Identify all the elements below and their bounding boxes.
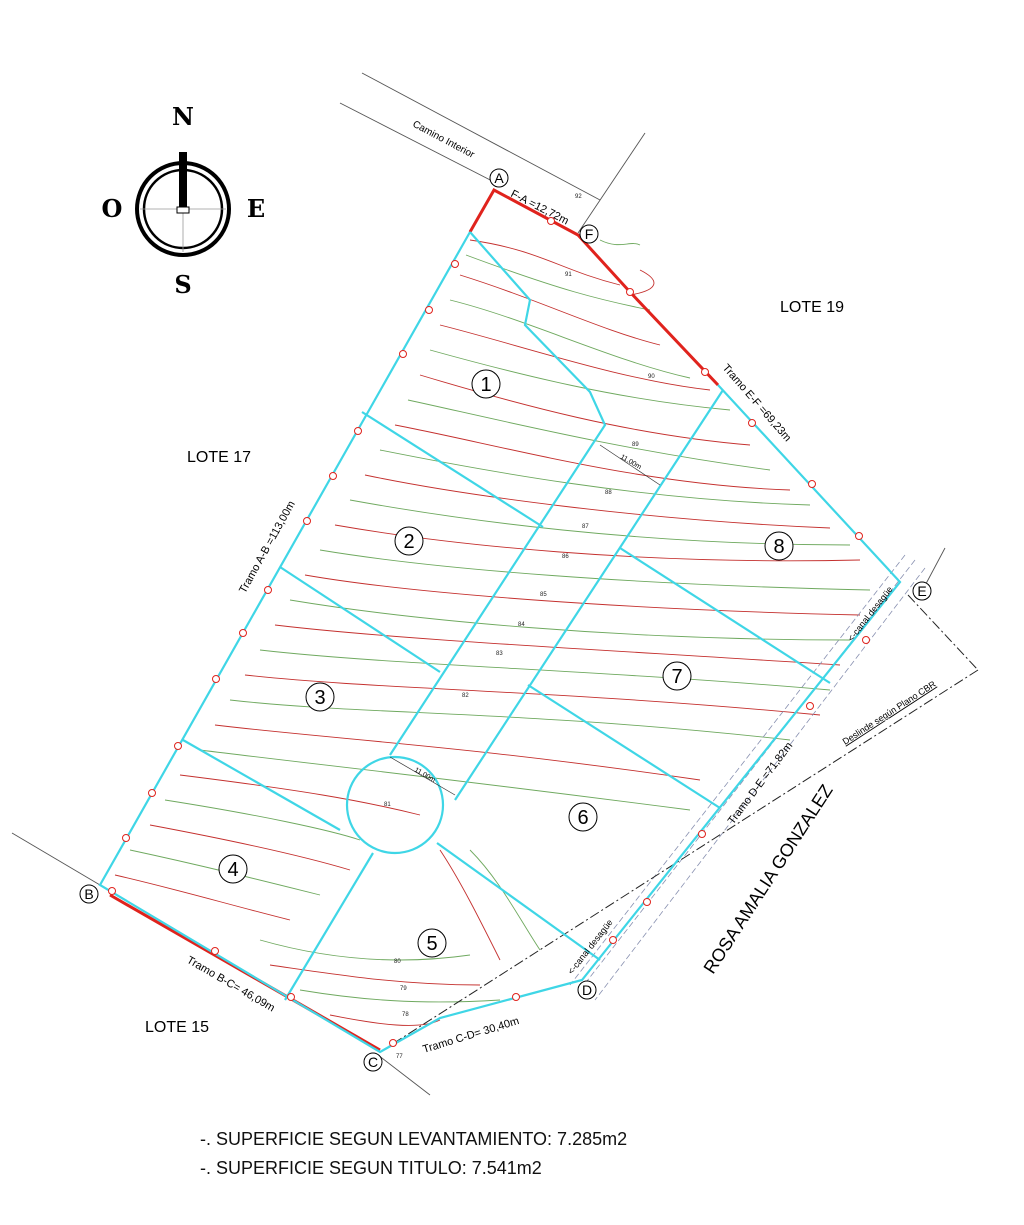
road-width-top: 11,00m: [619, 454, 642, 472]
neighbor-west: LOTE 17: [187, 449, 251, 466]
contour-label: 83: [496, 651, 503, 657]
lot-6-label: 6: [577, 807, 588, 829]
neighbor-south-west: LOTE 15: [145, 1019, 209, 1036]
drain-canal: [379, 554, 979, 1053]
contour-label: 84: [518, 622, 525, 628]
vertex-markers: A B C D E F: [79, 168, 932, 1072]
vertex-c-label: C: [368, 1054, 378, 1070]
site-plan: N S E O Camino Interior: [11, 72, 979, 1096]
area-title-note: -. SUPERFICIE SEGUN TITULO: 7.541m2: [200, 1158, 542, 1178]
vertex-e-label: E: [917, 583, 926, 599]
neighbor-north-east: LOTE 19: [780, 299, 844, 316]
vertex-b-label: B: [84, 886, 93, 902]
road-label: Camino Interior: [411, 119, 477, 161]
vertex-d-label: D: [582, 982, 592, 998]
lot-2-label: 2: [403, 531, 414, 553]
compass-north-label: N: [172, 102, 194, 131]
compass-south-label: S: [174, 270, 191, 299]
contour-label: 85: [540, 592, 547, 598]
contour-label: 92: [575, 194, 582, 200]
boundary-cyan: [98, 231, 902, 1054]
segment-ef-label: Tramo E-F =69,23m: [720, 362, 794, 444]
contour-label: 90: [648, 374, 655, 380]
contour-labels: 92 91 90 89 88 87 86 85 84 83 82 81 80 7…: [384, 194, 655, 1060]
compass-east-label: E: [247, 194, 265, 223]
contour-label: 77: [396, 1054, 403, 1060]
lot-3-label: 3: [314, 687, 325, 709]
contour-label: 82: [462, 693, 469, 699]
segment-ab-label: Tramo A-B =113,00m: [237, 499, 298, 595]
area-notes: -. SUPERFICIE SEGUN LEVANTAMIENTO: 7.285…: [200, 1125, 627, 1183]
vertex-f-label: F: [585, 226, 594, 242]
contour-label: 81: [384, 802, 391, 808]
drain-label-top: <-canal desagüe: [846, 584, 895, 643]
lot-markers: 1 2 3 4 5 6 7 8: [218, 369, 794, 958]
deslinde-label: Deslinde según Plano CBR: [841, 679, 938, 747]
access-road: [11, 72, 946, 1096]
segment-de-label: Tramo D-E =71,82m: [726, 740, 795, 827]
contour-label: 86: [562, 554, 569, 560]
contour-label: 88: [605, 490, 612, 496]
lot-8-label: 8: [773, 536, 784, 558]
contour-label: 79: [400, 986, 407, 992]
survey-points: [108, 217, 870, 1047]
lot-4-label: 4: [227, 859, 238, 881]
lot-7-label: 7: [671, 666, 682, 688]
lot-5-label: 5: [426, 933, 437, 955]
lot-1-label: 1: [480, 374, 491, 396]
boundary-red: [109, 187, 720, 1052]
contour-label: 87: [582, 524, 589, 530]
vertex-a-label: A: [494, 170, 504, 186]
segment-fa-label: F-A =12,72m: [509, 188, 571, 227]
compass-west-label: O: [102, 194, 123, 223]
contour-label: 80: [394, 959, 401, 965]
area-survey-note: -. SUPERFICIE SEGUN LEVANTAMIENTO: 7.285…: [200, 1129, 628, 1149]
north-arrow-icon: [135, 152, 231, 257]
contour-label: 89: [632, 442, 639, 448]
contour-label: 91: [565, 272, 572, 278]
contour-label: 78: [402, 1012, 409, 1018]
